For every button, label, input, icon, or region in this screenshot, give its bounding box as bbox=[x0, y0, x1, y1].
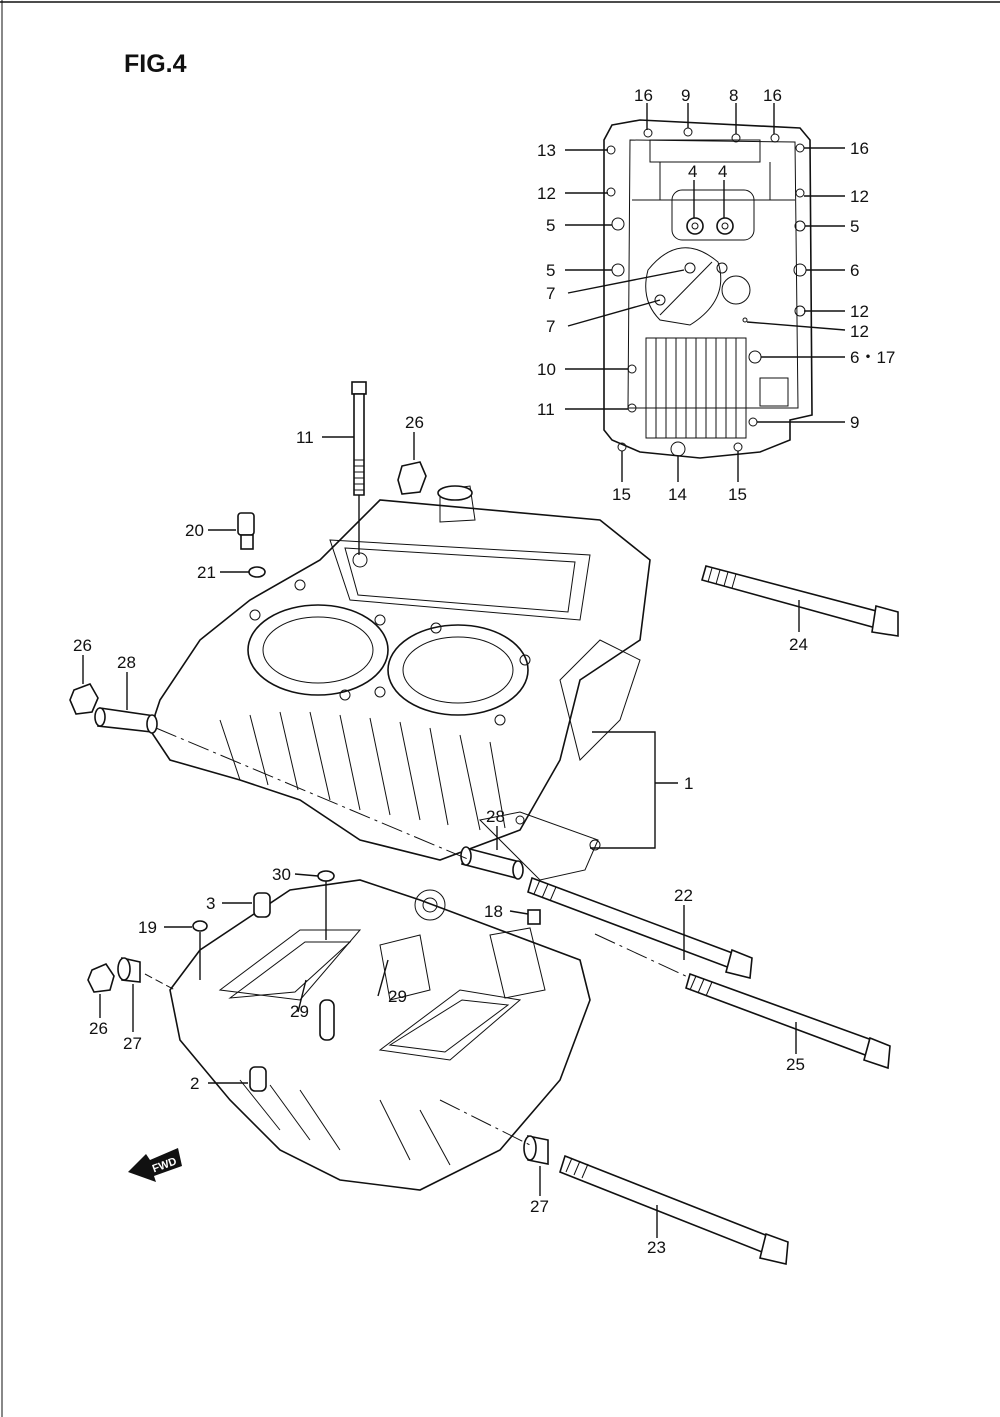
leader-lines bbox=[82, 103, 846, 1238]
callout-11a: 11 bbox=[537, 400, 555, 419]
callout-5a: 5 bbox=[546, 216, 555, 235]
small-parts: FWD bbox=[69, 381, 899, 1265]
upper-crankcase bbox=[149, 485, 651, 881]
callout-6: 6 bbox=[850, 261, 859, 280]
callout-28a: 28 bbox=[117, 653, 136, 672]
callout-7b: 7 bbox=[546, 317, 555, 336]
callout-16a: 16 bbox=[634, 86, 653, 105]
figure-title: FIG.4 bbox=[124, 50, 187, 78]
callout-15b: 15 bbox=[728, 485, 747, 504]
callout-24: 24 bbox=[789, 635, 808, 654]
callout-10: 10 bbox=[537, 360, 556, 379]
callout-1: 1 bbox=[684, 774, 693, 793]
callout-22: 22 bbox=[674, 886, 693, 905]
callout-11b: 11 bbox=[296, 428, 314, 447]
callout-8: 8 bbox=[729, 86, 738, 105]
callout-23: 23 bbox=[647, 1238, 666, 1257]
callout-25: 25 bbox=[786, 1055, 805, 1074]
callout-12a: 12 bbox=[537, 184, 556, 203]
callout-30: 30 bbox=[272, 865, 291, 884]
callout-29b: 29 bbox=[388, 987, 407, 1006]
callout-9b: 9 bbox=[850, 413, 859, 432]
callout-4a: 4 bbox=[688, 162, 697, 181]
oil-pan bbox=[603, 119, 813, 459]
callout-7a: 7 bbox=[546, 284, 555, 303]
callout-27b: 27 bbox=[530, 1197, 549, 1216]
callout-16b: 16 bbox=[763, 86, 782, 105]
callout-4b: 4 bbox=[718, 162, 727, 181]
callout-29a: 29 bbox=[290, 1002, 309, 1021]
callout-26c: 26 bbox=[89, 1019, 108, 1038]
callout-5b: 5 bbox=[850, 217, 859, 236]
callout-12b: 12 bbox=[850, 187, 869, 206]
callout-18: 18 bbox=[484, 902, 503, 921]
callout-12c: 12 bbox=[850, 302, 869, 321]
callout-21: 21 bbox=[197, 563, 216, 582]
callout-20: 20 bbox=[185, 521, 204, 540]
callout-26b: 26 bbox=[73, 636, 92, 655]
callout-13: 13 bbox=[537, 141, 556, 160]
callout-3: 3 bbox=[206, 894, 215, 913]
callout-28b: 28 bbox=[486, 807, 505, 826]
callout-14: 14 bbox=[668, 485, 687, 504]
callout-27a: 27 bbox=[123, 1034, 142, 1053]
callout-6-17: 6・17 bbox=[850, 348, 895, 367]
callout-9a: 9 bbox=[681, 86, 690, 105]
lower-crankcase bbox=[169, 879, 591, 1191]
callout-26a: 26 bbox=[405, 413, 424, 432]
callout-12d: 12 bbox=[850, 322, 869, 341]
callout-5c: 5 bbox=[546, 261, 555, 280]
callout-labels: 16 9 8 16 13 16 4 4 12 12 5 5 5 6 7 12 7… bbox=[73, 86, 895, 1257]
callout-15a: 15 bbox=[612, 485, 631, 504]
callout-2: 2 bbox=[190, 1074, 199, 1093]
callout-19: 19 bbox=[138, 918, 157, 937]
callout-16c: 16 bbox=[850, 139, 869, 158]
